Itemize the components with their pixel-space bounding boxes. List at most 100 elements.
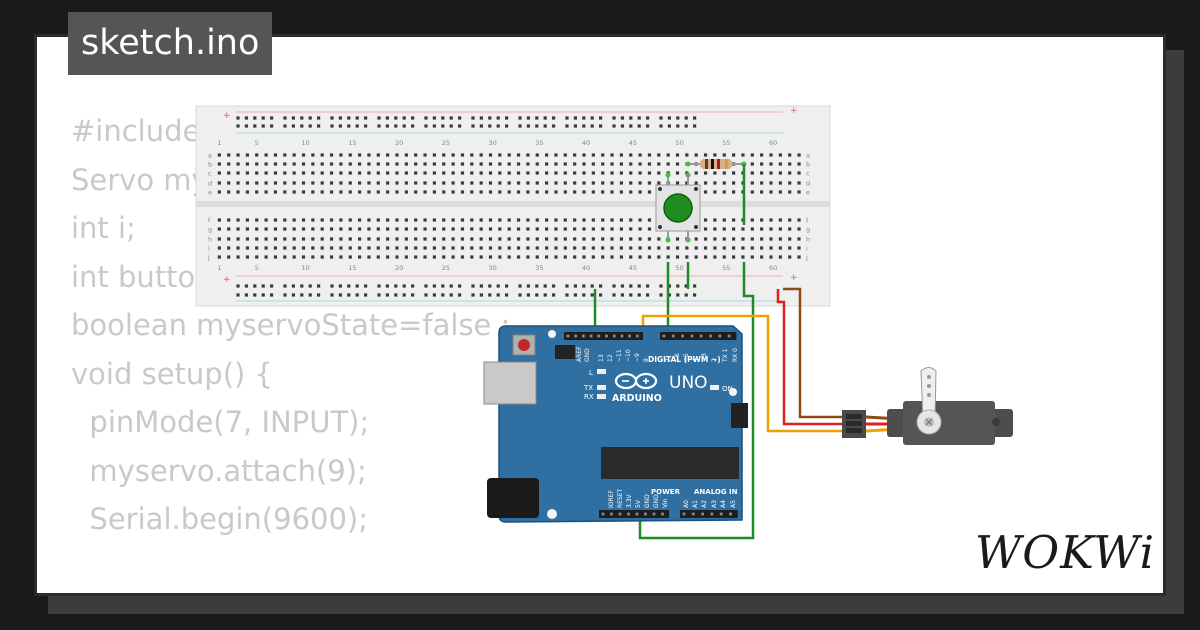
column-number: 50 bbox=[676, 139, 684, 147]
pin-label: 12 bbox=[607, 354, 614, 362]
row-letter: i bbox=[806, 245, 808, 253]
breadboard: 1155101015152020252530303535404045455050… bbox=[195, 105, 831, 307]
arduino-infinity-logo bbox=[614, 372, 658, 390]
row-letter: c bbox=[806, 170, 810, 178]
column-number: 40 bbox=[582, 139, 590, 147]
pin-label: A0 bbox=[683, 500, 690, 508]
rail-plus-label-right: + bbox=[790, 106, 798, 116]
model-label: UNO bbox=[669, 373, 708, 393]
analog-header bbox=[680, 510, 738, 518]
pushbutton[interactable] bbox=[655, 172, 701, 243]
row-letter: a bbox=[806, 152, 810, 160]
column-number: 30 bbox=[489, 139, 497, 147]
row-letter: c bbox=[208, 170, 212, 178]
row-letter: e bbox=[806, 189, 810, 197]
code-line: Serial.begin(9600); bbox=[71, 502, 369, 536]
row-letter: b bbox=[208, 161, 212, 169]
column-number: 55 bbox=[722, 264, 730, 272]
pin-label: 7 bbox=[665, 358, 672, 362]
column-number: 15 bbox=[348, 139, 356, 147]
pin-label: ~6 bbox=[674, 353, 681, 362]
wire-servo-power bbox=[776, 289, 846, 426]
column-number: 20 bbox=[395, 264, 403, 272]
wokwi-logo-text: WOKWi bbox=[975, 526, 1155, 579]
column-number: 35 bbox=[535, 264, 543, 272]
breadboard-labels: 1155101015152020252530303535404045455050… bbox=[207, 139, 810, 272]
pin-label: A4 bbox=[720, 500, 727, 508]
row-letter: g bbox=[806, 226, 810, 234]
pin-label: 8 bbox=[643, 358, 650, 362]
wire-servo-signal bbox=[641, 314, 846, 433]
pin-label: 13 bbox=[598, 354, 605, 362]
brand-label: ARDUINO bbox=[612, 393, 662, 404]
pushbutton-cap[interactable] bbox=[663, 193, 693, 223]
pin-label: GND bbox=[653, 494, 660, 508]
rail-plus-label: + bbox=[223, 111, 231, 121]
icsp-header bbox=[555, 345, 748, 428]
column-number: 10 bbox=[302, 139, 310, 147]
wire-5v-rail bbox=[638, 262, 755, 540]
rx-label: RX bbox=[584, 393, 594, 401]
column-number: 50 bbox=[676, 264, 684, 272]
tx-label: TX bbox=[583, 384, 593, 392]
on-label: ON bbox=[722, 385, 733, 393]
pin-label: ~9 bbox=[634, 353, 641, 362]
code-line: int i; bbox=[71, 211, 136, 245]
row-letter: a bbox=[208, 152, 212, 160]
rail-plus-label-bottom-right: + bbox=[790, 273, 798, 283]
column-number: 45 bbox=[629, 264, 637, 272]
pin-label: GND bbox=[584, 348, 591, 362]
row-letter: h bbox=[806, 236, 810, 244]
row-letter: d bbox=[806, 180, 810, 188]
column-number: 55 bbox=[722, 139, 730, 147]
usb-port bbox=[483, 361, 537, 405]
row-letter: h bbox=[208, 236, 212, 244]
column-number: 1 bbox=[217, 139, 221, 147]
microcontroller-chip bbox=[601, 447, 739, 479]
column-number: 25 bbox=[442, 139, 450, 147]
pin-label: 2 bbox=[711, 358, 718, 362]
wokwi-logo: WOKWi bbox=[975, 526, 1155, 579]
row-letter: j bbox=[805, 254, 808, 262]
column-number: 20 bbox=[395, 139, 403, 147]
pin-label: A2 bbox=[701, 500, 708, 508]
column-number: 5 bbox=[255, 139, 259, 147]
servo-motor[interactable] bbox=[842, 367, 1013, 446]
code-line: myservo.attach(9); bbox=[71, 453, 367, 488]
column-number: 35 bbox=[535, 139, 543, 147]
pin-label: GND bbox=[644, 494, 651, 508]
code-line: boolean myservoState=false ; bbox=[71, 308, 511, 342]
wire-servo-ground bbox=[783, 287, 846, 419]
rail-plus-label-bottom: + bbox=[223, 275, 231, 285]
pin-label: A5 bbox=[730, 500, 737, 508]
code-line: void setup() { bbox=[71, 356, 273, 391]
digital-header bbox=[564, 332, 737, 340]
analog-label: ANALOG IN bbox=[694, 488, 738, 496]
column-number: 10 bbox=[302, 264, 310, 272]
column-number: 25 bbox=[442, 264, 450, 272]
column-number: 30 bbox=[489, 264, 497, 272]
row-letter: f bbox=[208, 217, 211, 225]
pin-label: A1 bbox=[692, 500, 699, 508]
pin-label: 4 bbox=[692, 358, 699, 362]
column-number: 40 bbox=[582, 264, 590, 272]
pin-label: AREF bbox=[576, 346, 583, 362]
wires bbox=[593, 164, 846, 540]
pin-label: RX 0 bbox=[732, 348, 739, 362]
row-letter: i bbox=[208, 245, 210, 253]
file-tab[interactable]: sketch.ino bbox=[68, 12, 273, 75]
pin-label: TX 1 bbox=[722, 348, 729, 363]
pin-label: ~3 bbox=[701, 353, 708, 362]
column-number: 60 bbox=[769, 264, 777, 272]
reset-button[interactable] bbox=[518, 339, 530, 351]
digital-label: DIGITAL (PWM ~) bbox=[648, 355, 721, 364]
column-number: 60 bbox=[769, 139, 777, 147]
led-l-label: L bbox=[589, 369, 593, 377]
pin-label: Vin bbox=[662, 498, 669, 508]
pin-label: ~5 bbox=[683, 353, 690, 362]
